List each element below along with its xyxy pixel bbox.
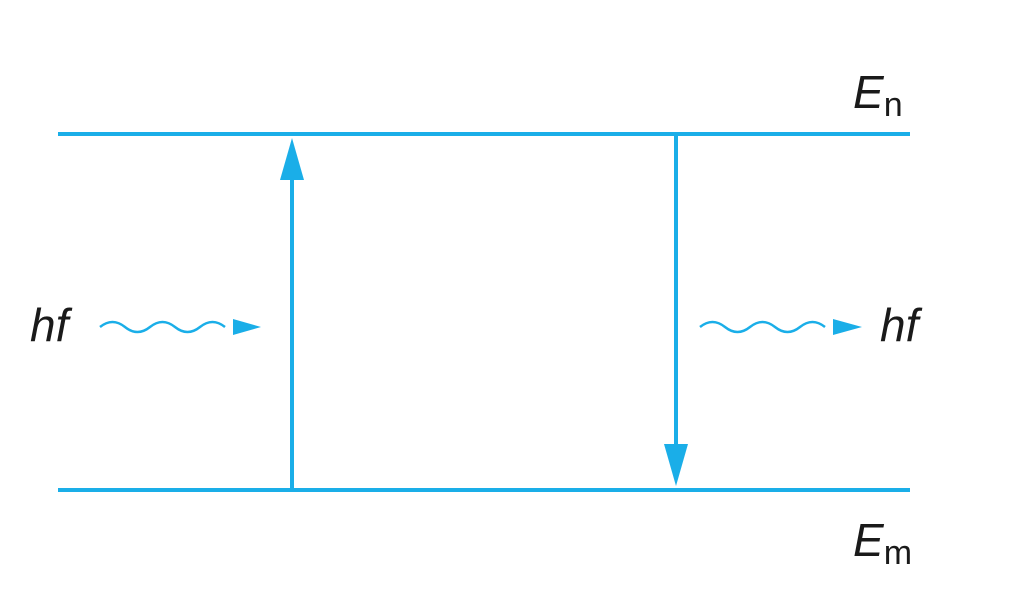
emission-arrow [664,134,688,486]
incoming-photon-label: hf [30,299,73,351]
upper-level-label: En [853,66,903,124]
outgoing-photon-wave-icon [699,319,862,335]
absorption-arrow [280,138,304,490]
incoming-photon-wave-icon [99,319,261,335]
lower-level-label: Em [853,514,912,572]
outgoing-photon-label: hf [880,299,923,351]
